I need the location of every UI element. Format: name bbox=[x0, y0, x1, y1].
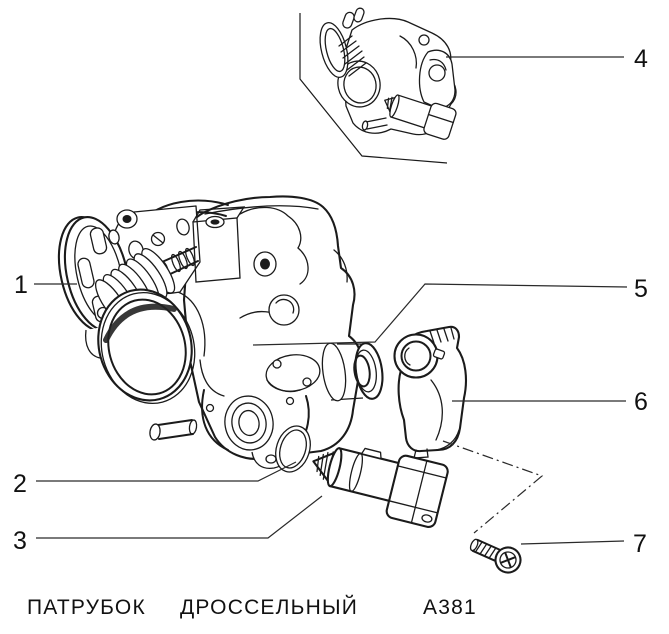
lower-stud bbox=[149, 419, 198, 441]
sensor-seat-pad bbox=[265, 354, 321, 393]
body-tower bbox=[192, 206, 309, 285]
main-exploded-view bbox=[57, 195, 522, 574]
side-boss bbox=[268, 294, 300, 326]
callout-numbers: 1 2 3 4 5 6 7 bbox=[13, 45, 648, 558]
throttle-bore bbox=[97, 288, 196, 405]
callout-1-label: 1 bbox=[14, 271, 28, 299]
caption-figure-code: А381 bbox=[423, 596, 477, 619]
caption: ПАТРУБОК ДРОССЕЛЬНЫЙ А381 bbox=[27, 595, 477, 619]
leader-lines bbox=[34, 56, 628, 545]
leader-line-5 bbox=[252, 283, 628, 346]
assembled-stud-lower bbox=[361, 117, 388, 131]
callout-6-label: 6 bbox=[634, 388, 648, 416]
assembled-spring-hatch bbox=[338, 35, 367, 77]
callout-3-label: 3 bbox=[13, 527, 27, 555]
part-2-oring bbox=[275, 425, 311, 473]
part-3-iac-valve bbox=[312, 447, 449, 529]
callout-7-label: 7 bbox=[633, 530, 647, 558]
screw-thread-hatch bbox=[474, 541, 497, 559]
assembled-studs bbox=[342, 7, 365, 29]
assembled-view-bracket bbox=[299, 13, 448, 164]
bottom-bracket bbox=[201, 389, 310, 470]
assembled-flange bbox=[319, 22, 349, 78]
callout-4-label: 4 bbox=[634, 45, 648, 73]
caption-part-name-word1: ПАТРУБОК bbox=[27, 596, 146, 619]
part-7-screw bbox=[469, 538, 522, 574]
part-6-tps bbox=[393, 325, 467, 459]
part-5-seal-bushing bbox=[321, 342, 384, 402]
caption-part-name-word2: ДРОССЕЛЬНЫЙ bbox=[180, 595, 358, 619]
callout-5-label: 5 bbox=[634, 275, 648, 303]
throttle-body bbox=[111, 195, 363, 470]
callout-2-label: 2 bbox=[13, 470, 27, 498]
assembled-iac bbox=[384, 94, 457, 140]
leader-line-2 bbox=[36, 461, 297, 482]
tps-tab-hatch bbox=[429, 327, 455, 344]
assembled-tps-blob bbox=[418, 49, 456, 109]
assembled-view bbox=[299, 7, 457, 164]
side-bushing bbox=[253, 251, 277, 277]
leader-line-7 bbox=[520, 540, 625, 545]
leader-line-3 bbox=[36, 495, 323, 539]
screw-alignment-dashline bbox=[442, 440, 544, 534]
